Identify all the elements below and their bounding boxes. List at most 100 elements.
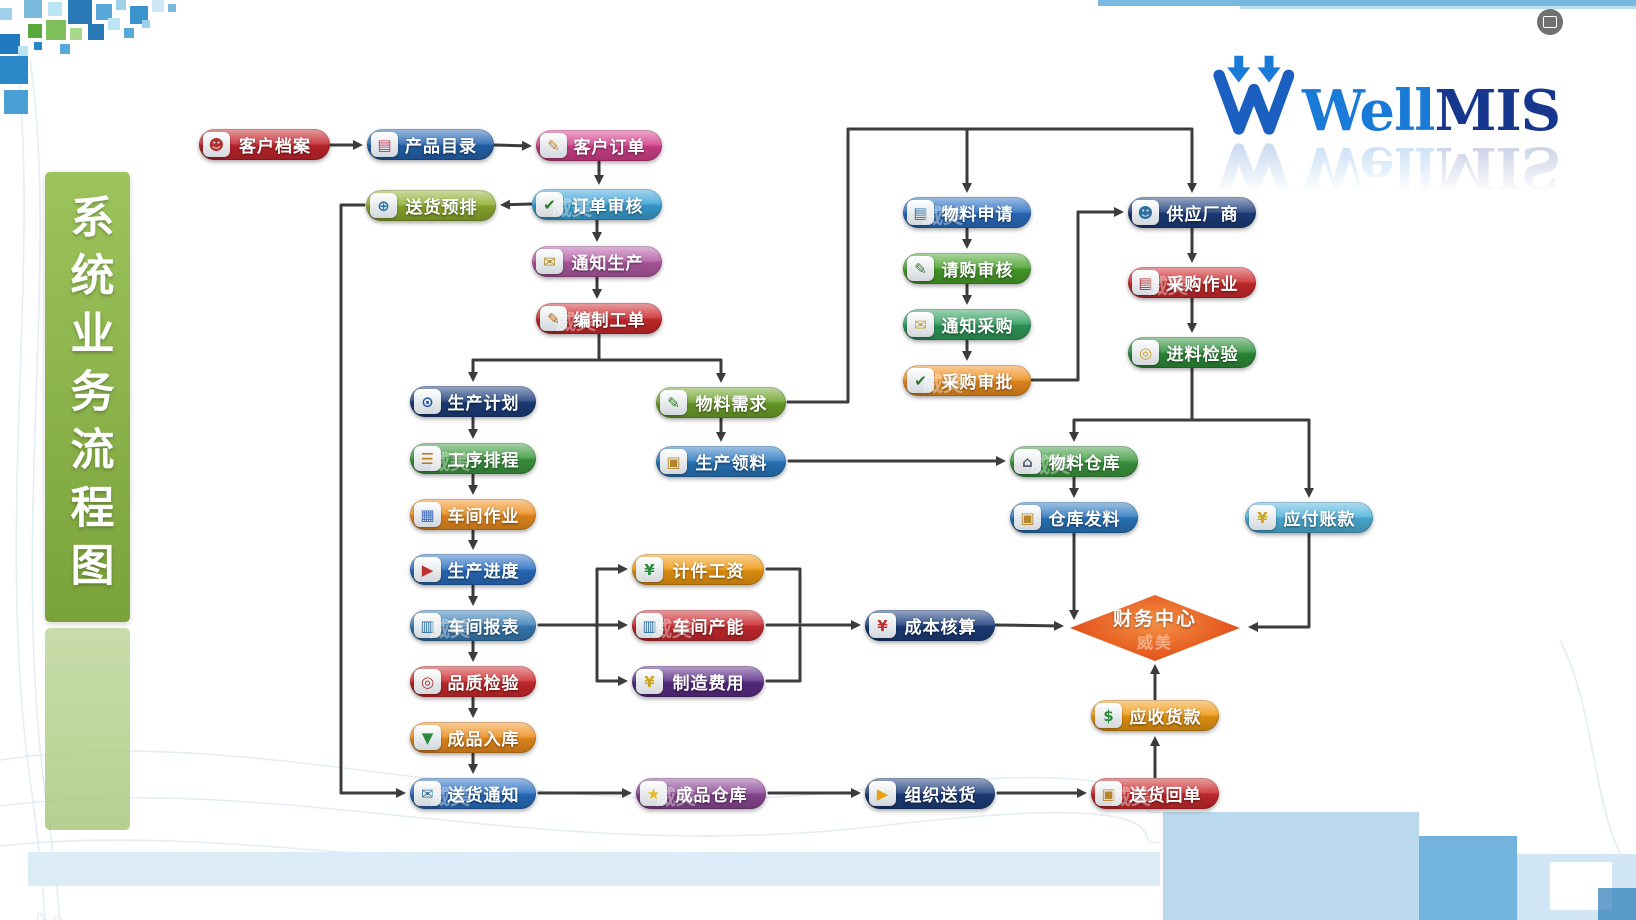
flow-node-workshop-operation: ▦ 车间作业: [410, 499, 536, 530]
edge-arrowhead: [521, 140, 532, 151]
flow-node-label: 车间产能: [672, 618, 745, 638]
edge-arrowhead: [468, 540, 478, 550]
plan-clock-icon: ⊙: [414, 389, 441, 414]
wave-line: [29, 59, 63, 920]
report-icon: ▥: [414, 613, 441, 638]
logo-text-mis-reflection: MIS: [1434, 134, 1561, 201]
wellmis-logo-text: WellMIS: [1302, 83, 1561, 139]
edge-arrowhead: [1053, 620, 1064, 631]
schedule-clock-icon: ⊕: [370, 193, 397, 218]
edge-arrowhead: [594, 175, 604, 185]
edge-arrowhead: [962, 295, 972, 305]
approval-check-icon: ✔: [907, 368, 934, 393]
picture-frame-icon: [1543, 16, 1557, 28]
flow-node-label: 送货通知: [447, 786, 520, 806]
work-order-icon: ✎: [540, 306, 567, 331]
flow-node-work-order: ✎编制工单威美: [536, 303, 662, 334]
flow-node-customer-order: ✎客户订单: [536, 130, 662, 161]
flow-node-label: 客户订单: [573, 138, 646, 158]
catalog-book-icon: ▤: [371, 132, 398, 157]
flow-node-finance-center: 财务中心 威美: [1070, 595, 1240, 661]
flow-node-material-warehouse: ⌂物料仓库威美: [1010, 446, 1138, 477]
flow-node-quality-inspection: ◎品质检验: [410, 666, 536, 697]
node-watermark: 威美: [1136, 632, 1173, 652]
flow-node-purchasing-operation: ▤采购作业威美: [1128, 267, 1256, 298]
workshop-monitor-icon: ▦: [414, 502, 441, 527]
logo-text-mis: MIS: [1434, 77, 1562, 144]
edge-arrowhead: [468, 372, 478, 382]
flow-node-notify-production: ✉通知生产: [532, 246, 662, 277]
magnifier-icon: ◎: [414, 669, 441, 694]
wellmis-logo-text-reflection: WellMIS: [1302, 134, 1560, 200]
wave-line: [13, 39, 47, 920]
edge-arrowhead: [500, 199, 511, 210]
edge-arrowhead: [851, 788, 861, 798]
users-icon: ☻: [203, 132, 230, 157]
flow-node-label: 供应厂商: [1166, 205, 1239, 225]
flow-node-product-catalog: ▤产品目录: [367, 129, 494, 160]
expense-coin-icon: ¥: [636, 669, 663, 694]
flow-node-label: 制造费用: [672, 674, 745, 694]
flow-node-label: 车间作业: [447, 507, 520, 527]
flow-node-label: 客户档案: [239, 137, 311, 157]
scheduling-list-icon: ☰: [414, 446, 441, 471]
cost-calculator-icon: ¥: [869, 613, 896, 638]
issue-boxes-icon: ▣: [1014, 505, 1041, 530]
edge-arrowhead: [1114, 207, 1124, 217]
flow-node-notify-purchasing: ✉通知采购: [903, 309, 1031, 340]
edge-workshop-report-to-piece-wage: [537, 567, 620, 627]
flow-node-customer-archive: ☻ 客户档案: [199, 129, 330, 160]
flow-node-label: 应付账款: [1283, 510, 1356, 530]
edge-arrowhead: [962, 239, 972, 249]
edge-arrowhead: [851, 620, 861, 630]
wellmis-w-icon: [1213, 55, 1294, 135]
flow-node-label: 生产领料: [695, 454, 768, 474]
star-box-icon: ★: [640, 781, 667, 806]
edge-arrowhead: [1069, 432, 1079, 442]
flow-node-label: 生产进度: [447, 562, 520, 582]
notify-folder-icon: ✉: [536, 249, 563, 274]
flow-node-label: 采购审批: [941, 373, 1014, 393]
flow-node-label: 生产计划: [447, 394, 520, 414]
flow-node-delivery-receipt: ▣送货回单威美: [1091, 778, 1219, 809]
edge-arrowhead: [1150, 664, 1160, 674]
application-book-icon: ▤: [907, 200, 934, 225]
flow-node-label: 进料检验: [1166, 345, 1239, 365]
logo-text-well: Well: [1302, 77, 1435, 144]
edge-arrowhead: [353, 140, 363, 150]
edge-work-order-to-material-requirement: [597, 358, 723, 375]
payable-note-icon: ¥: [1249, 505, 1276, 530]
flow-node-label: 采购作业: [1166, 275, 1239, 295]
flow-node-process-scheduling: ☰工序排程威美: [410, 443, 536, 474]
edge-arrowhead: [468, 485, 478, 495]
dollar-icon: $: [1095, 703, 1122, 728]
flow-node-material-requirement: ✎物料需求: [656, 387, 786, 418]
flow-node-label: 物料申请: [941, 205, 1014, 225]
flow-node-label: 编制工单: [573, 311, 646, 331]
edge-arrowhead: [396, 788, 406, 798]
edge-manufacturing-expense-to-cost-accounting: [765, 626, 802, 683]
edge-arrowhead: [1069, 488, 1079, 498]
edge-material-requirement-to-material-application: [786, 127, 969, 404]
flow-node-cost-accounting: ¥成本核算: [865, 610, 995, 641]
sidebar-lower-panel: [45, 628, 130, 830]
edge-arrowhead: [468, 708, 478, 718]
edge-arrowhead: [592, 232, 602, 242]
flow-node-finished-goods-warehouse: ★成品仓库威美: [636, 778, 766, 809]
review-edit-icon: ✎: [907, 256, 934, 281]
flow-node-label: 计件工资: [672, 562, 745, 582]
flow-node-label: 物料需求: [695, 395, 768, 415]
flow-node-warehouse-issue: ▣仓库发料: [1010, 502, 1138, 533]
edge-arrowhead: [962, 351, 972, 361]
image-watermark-icon: [1537, 9, 1563, 35]
wellmis-logo-reflection: WellMIS: [1212, 134, 1560, 226]
picking-boxes-icon: ▣: [660, 449, 687, 474]
flow-node-organize-delivery: ▶组织送货: [865, 778, 995, 809]
edge-arrowhead: [1077, 788, 1087, 798]
flow-node-production-progress: ▶生产进度: [410, 554, 536, 585]
supplier-person-icon: ☻: [1132, 200, 1159, 225]
edge-arrowhead: [1069, 610, 1079, 620]
flow-node-production-picking: ▣ 生产领料: [656, 446, 786, 477]
sidebar-title-bar: 系统业务流程图: [45, 172, 130, 622]
